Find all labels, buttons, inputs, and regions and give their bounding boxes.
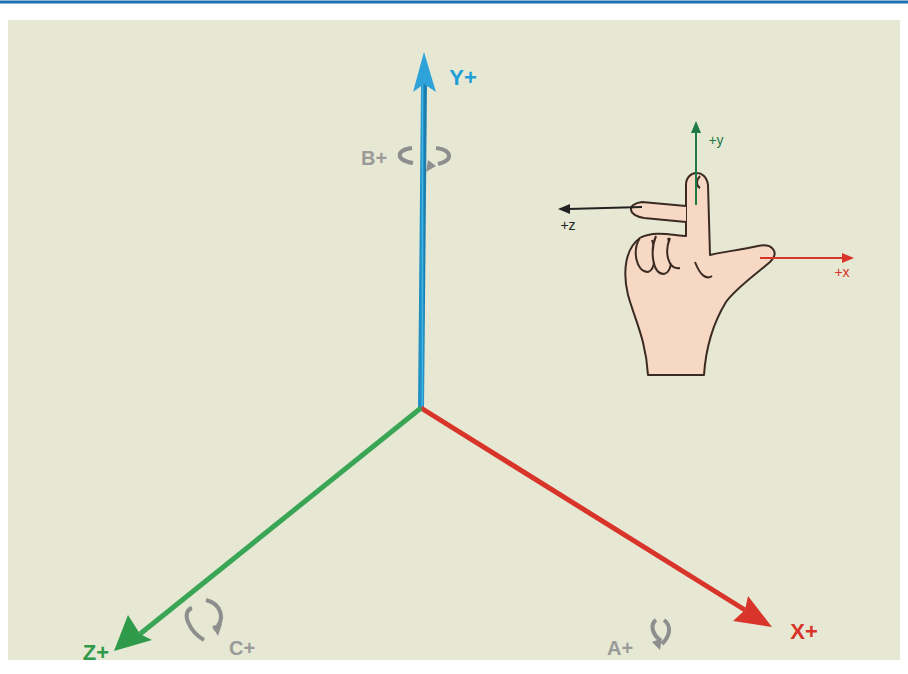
- rotation-heads: [212, 160, 662, 650]
- x-arrowhead: [733, 596, 772, 627]
- top-rule: [0, 1, 908, 4]
- z-axis: [140, 408, 421, 634]
- panel: [8, 20, 900, 660]
- z-arrowhead: [114, 615, 152, 651]
- x-axis: [421, 408, 745, 610]
- hand-z-arrow: [568, 207, 642, 209]
- y-axis: [421, 84, 424, 408]
- y-arrowhead: [413, 52, 436, 92]
- rotation-label: A+: [607, 638, 633, 658]
- hand-z-head: [558, 204, 570, 214]
- hand-axis-label: +y: [708, 133, 723, 147]
- hand-axis-label: +x: [834, 265, 849, 279]
- axis-label: Z+: [83, 642, 109, 664]
- hand-axis-label: +z: [560, 218, 575, 232]
- hand-y-head: [691, 121, 701, 133]
- hand-x-head: [842, 253, 854, 263]
- rotation-label: C+: [229, 638, 255, 658]
- axis-label: X+: [790, 621, 818, 643]
- rotation-label: B+: [361, 148, 387, 168]
- rotation-arrows: [187, 148, 669, 644]
- hand-x-arrow: [760, 257, 844, 259]
- axis-label: Y+: [449, 67, 477, 89]
- hand-y-arrow: [695, 130, 697, 205]
- hand-illustration: [625, 173, 774, 375]
